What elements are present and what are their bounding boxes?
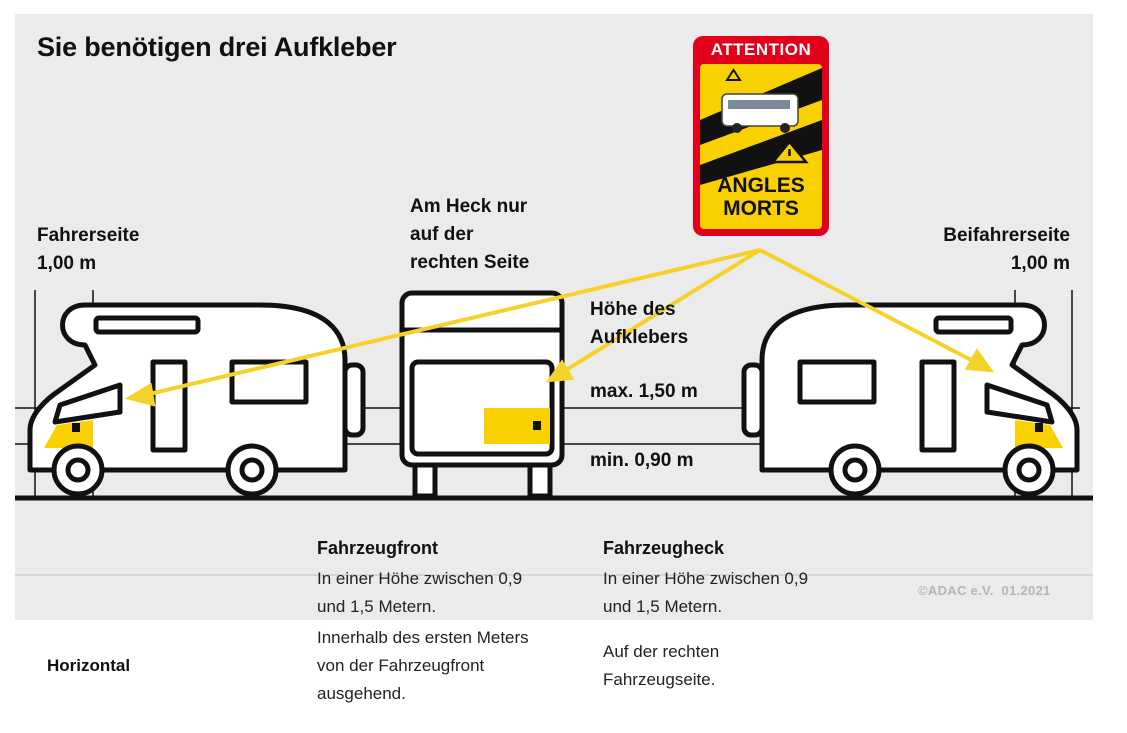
vertical-rear-line2: und 1,5 Metern. [603,597,723,616]
driver-side-distance: 1,00 m [37,253,97,274]
min-height-label: min. 0,90 m [590,450,694,471]
camper-left-sticker-icon [72,423,80,432]
camper-right-sticker-icon [1035,423,1043,432]
sticker-warning-icon-3 [704,122,724,136]
driver-side-label: Fahrerseite [37,225,140,246]
camper-left-sticker-zone [44,420,93,448]
camper-rear [399,290,565,499]
copyright: ©ADAC e.V. 01.2021 [918,583,1051,598]
horizontal-front-line3: ausgehend. [317,684,406,703]
vertical-front-line2: und 1,5 Metern. [317,597,437,616]
camper-right [741,302,1080,473]
camper-rear-sticker-icon [533,421,541,430]
rear-label-line3: rechten Seite [410,252,530,273]
rear-label-line2: auf der [410,224,474,245]
table-row-horizontal-label: Horizontal [47,656,131,675]
vertical-front-line1: In einer Höhe zwischen 0,9 [317,569,523,588]
horizontal-front-line2: von der Fahrzeugfront [317,656,485,675]
sticker-morts-text: MORTS [723,197,799,220]
height-label-line2: Aufklebers [590,327,689,348]
angles-morts-sticker [693,36,829,236]
table-header-rear: Fahrzeugheck [603,538,725,558]
page-title: Sie benötigen drei Aufkleber [37,32,397,62]
camper-left-wheels [51,443,279,497]
passenger-side-distance: 1,00 m [1010,253,1070,274]
sticker-attention-text: ATTENTION [710,40,812,59]
rear-label-line1: Am Heck nur [410,196,528,217]
horizontal-rear-line1: Auf der rechten [603,642,720,661]
camper-right-sticker-zone [1015,420,1063,448]
vertical-rear-line1: In einer Höhe zwischen 0,9 [603,569,809,588]
sticker-angles-text: ANGLES [717,174,805,197]
pointer-arrows [124,248,995,407]
horizontal-front-line1: Innerhalb des ersten Meters [317,628,529,647]
table-header-front: Fahrzeugfront [317,538,438,558]
camper-left [27,302,366,473]
sticker-warning-icon-1 [725,68,742,81]
height-label-line1: Höhe des [590,299,676,320]
camper-right-wheels [828,443,1056,497]
horizontal-rear-line2: Fahrzeugseite. [603,670,716,689]
sticker-warning-icon-2 [770,140,809,164]
sticker-bus-icon [721,93,799,133]
passenger-side-label: Beifahrerseite [943,225,1070,246]
max-height-label: max. 1,50 m [590,381,698,402]
